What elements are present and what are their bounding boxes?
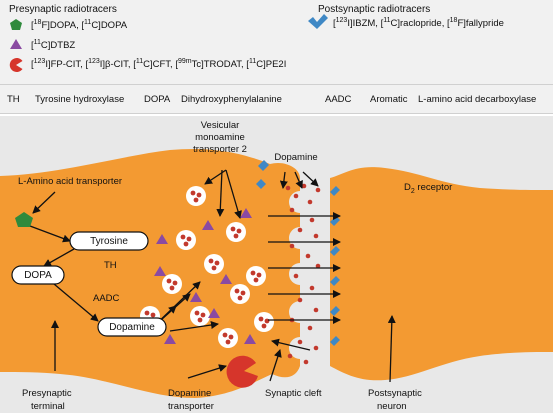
d2-prefix: D: [404, 182, 411, 193]
purple-triangle-icon: [10, 39, 22, 49]
legend-item-d2-tracers: [123I]IBZM, [11C]raclopride, [18F]fallyp…: [333, 17, 504, 30]
abbreviation-strip: TH Tyrosine hydroxylase DOPA Dihydroxyph…: [0, 84, 553, 114]
presynaptic-label-1: Presynaptic: [22, 388, 72, 399]
dat-pacman-icon: [226, 355, 258, 388]
dopa-box: [11, 265, 65, 285]
postsynaptic-neuron-shape: [330, 167, 553, 381]
dat-label-2: transporter: [168, 401, 214, 412]
abbr-dopa: DOPA: [144, 94, 171, 105]
presynaptic-label-2: terminal: [31, 401, 65, 412]
tyrosine-label: Tyrosine: [90, 236, 128, 247]
green-pentagon-icon: [10, 19, 22, 30]
abbr-aadc-full: Aromatic: [370, 94, 408, 105]
laat-label: L-Amino acid transporter: [18, 176, 122, 187]
synaptic-cleft-label: Synaptic cleft: [265, 388, 322, 399]
dopamine-box: [97, 317, 167, 337]
abbr-aadc: AADC: [325, 94, 352, 105]
vmat-label-3: transporter 2: [193, 144, 247, 155]
abbr-aadc-full-2: L-amino acid decarboxylase: [418, 94, 537, 105]
legend-icons: [9, 14, 328, 72]
abbr-dopa-full: Dihydroxyphenylalanine: [181, 94, 282, 105]
vmat-label-2: monoamine: [195, 132, 245, 143]
laat-pentagon-icon: [15, 212, 33, 227]
red-pacman-icon: [9, 58, 23, 72]
dtbz-markers: [154, 208, 256, 344]
dat-label-1: Dopamine: [168, 388, 211, 399]
dopamine-box-label: Dopamine: [109, 322, 155, 333]
legend-panel: Presynaptic radiotracers Postsynaptic ra…: [0, 0, 553, 84]
postsynaptic-label-1: Postsynaptic: [368, 388, 422, 399]
postsynaptic-title: Postsynaptic radiotracers: [318, 4, 431, 15]
dopamine-top-label: Dopamine: [274, 152, 317, 163]
legend-item-dopa-tracers: [18F]DOPA, [11C]DOPA: [31, 19, 128, 32]
synapse-diagram: Tyrosine DOPA Dopamine TH AADC L-Amino a…: [0, 116, 553, 413]
blue-chevron-icon: [308, 14, 328, 29]
vmat-label-1: Vesicular: [201, 120, 240, 131]
dopa-label: DOPA: [24, 270, 52, 281]
aadc-label: AADC: [93, 293, 120, 304]
d2-receptors: [256, 160, 340, 346]
tyrosine-box: [69, 231, 149, 251]
synapse-svg: Tyrosine DOPA Dopamine TH AADC L-Amino a…: [0, 120, 553, 412]
d2-subscript: 2: [411, 188, 415, 195]
legend-item-dtbz: [11C]DTBZ: [31, 39, 76, 52]
legend-item-dat-tracers: [123I]FP-CIT, [123I]β-CIT, [11C]CFT, [99…: [31, 58, 287, 71]
postsynaptic-label-2: neuron: [377, 401, 407, 412]
d2-suffix: receptor: [415, 182, 453, 193]
abbr-th: TH: [7, 94, 20, 105]
abbr-th-full: Tyrosine hydroxylase: [35, 94, 125, 105]
d2-receptor-label: D2 receptor: [404, 182, 452, 195]
th-label: TH: [104, 260, 117, 271]
presynaptic-title: Presynaptic radiotracers: [9, 4, 117, 15]
